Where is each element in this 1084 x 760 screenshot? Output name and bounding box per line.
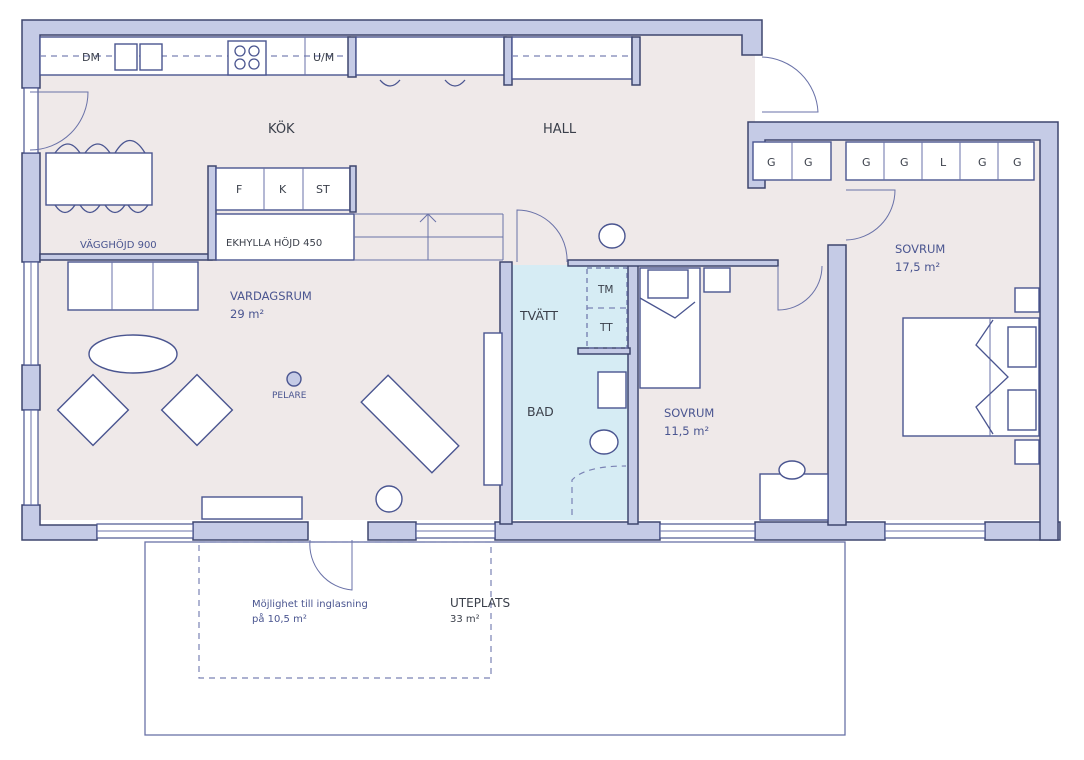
bedroom-wardrobe: [845, 141, 1035, 181]
door-bedroom-large[interactable]: [845, 189, 896, 241]
label-dryer: TM: [597, 284, 613, 296]
sofa: [67, 261, 199, 311]
label-washer: TT: [599, 322, 613, 334]
side-table: [375, 485, 403, 513]
sink-right: [139, 43, 163, 71]
toilet: [589, 429, 619, 455]
label-bedroom-small-area: 11,5 m²: [664, 424, 709, 438]
staircase: [354, 213, 504, 261]
door-entrance[interactable]: [761, 56, 819, 113]
label-bedroom-large: SOVRUM: [895, 242, 945, 256]
label-bedroom-small: SOVRUM: [664, 406, 714, 420]
wall-east: [747, 121, 1059, 541]
door-bath[interactable]: [516, 209, 568, 263]
wall-bedroom-top: [567, 259, 779, 267]
hall-closet: [511, 36, 633, 80]
nightstand-right-top: [1014, 287, 1040, 313]
label-fridge: F: [236, 183, 242, 196]
wall-bottom-seg4: [754, 521, 886, 541]
label-living: VARDAGSRUM: [230, 289, 312, 303]
label-bedroom-wardrobe-2: G: [900, 156, 909, 169]
daybed: [360, 374, 460, 474]
label-oak-shelf: EKHYLLA HÖJD 450: [226, 236, 322, 249]
wall-bottom-seg1: [192, 521, 309, 541]
nightstand-right-bottom: [1014, 439, 1040, 465]
hall-chair: [598, 223, 626, 249]
wall-bottom-seg2: [367, 521, 417, 541]
label-cooler: K: [279, 183, 287, 196]
label-kitchen: KÖK: [268, 120, 295, 137]
tv-bench: [201, 496, 303, 520]
stove: [227, 40, 267, 76]
label-laundry: TVÄTT: [519, 308, 558, 323]
sink-left: [114, 43, 138, 71]
label-glazing-note-2: på 10,5 m²: [252, 612, 307, 625]
wall-laundry: [577, 347, 631, 355]
label-hall-wardrobe-1: G: [767, 156, 776, 169]
sideboard: [355, 36, 507, 76]
coffee-table: [88, 334, 178, 374]
shelf-living: [483, 332, 503, 486]
label-bedroom-large-area: 17,5 m²: [895, 260, 940, 274]
wall-island: [207, 165, 217, 261]
oak-shelf: [215, 213, 355, 261]
door-bedroom-small[interactable]: [777, 265, 823, 311]
wall-left-upper: [21, 152, 41, 263]
dining-chairs: [54, 139, 149, 214]
label-hall: HALL: [543, 122, 577, 137]
windows: [23, 87, 986, 539]
desk-chair: [778, 460, 806, 480]
label-bedroom-wardrobe-5: G: [1013, 156, 1022, 169]
label-wall-height: VÄGGHÖJD 900: [80, 238, 157, 251]
wall-bath-right: [627, 261, 639, 525]
wall-kitchen-low: [39, 253, 213, 261]
patio-outline: [144, 541, 846, 736]
nightstand-small: [703, 267, 731, 293]
washbasin: [597, 371, 627, 409]
label-pantry: ST: [316, 183, 330, 196]
label-pillar: PELARE: [272, 391, 307, 401]
label-patio-area: 33 m²: [450, 614, 480, 625]
label-hall-wardrobe-2: G: [804, 156, 813, 169]
door-kitchen-side[interactable]: [29, 91, 89, 151]
armchair-left: [56, 373, 130, 447]
label-glazing-note-1: Möjlighet till inglasning: [252, 599, 368, 610]
label-dishwasher: DM: [82, 51, 100, 64]
label-bedroom-wardrobe-4: G: [978, 156, 987, 169]
pillar: [286, 371, 302, 387]
desk: [759, 473, 829, 521]
dining-table: [45, 152, 153, 206]
label-living-area: 29 m²: [230, 307, 264, 321]
label-microwave: U/M: [313, 51, 334, 64]
chairs-sideboard: [379, 79, 466, 87]
label-bath: BAD: [527, 404, 554, 419]
wall-bedrooms-divider: [827, 244, 847, 526]
door-patio[interactable]: [309, 539, 353, 591]
label-bedroom-wardrobe-1: G: [862, 156, 871, 169]
shower: [571, 465, 627, 515]
label-patio: UTEPLATS: [450, 596, 510, 610]
wall-left-mid: [21, 364, 41, 411]
armchair-right: [160, 373, 234, 447]
label-bedroom-wardrobe-3: L: [940, 156, 947, 169]
fridge-block: [215, 167, 351, 211]
glazing-option-area: [198, 541, 492, 679]
